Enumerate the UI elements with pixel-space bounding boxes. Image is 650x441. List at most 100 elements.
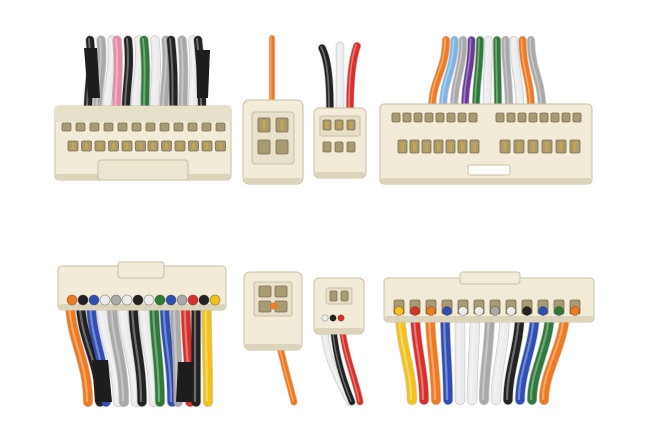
wire-bottom-large-left — [159, 294, 178, 408]
wire-top-large-left — [121, 35, 134, 115]
connector-bottom-small-2 — [313, 277, 365, 335]
terminal-cavity — [159, 122, 170, 132]
terminal-cavity — [446, 112, 456, 123]
wire-highlight — [320, 46, 330, 112]
wire-end — [154, 294, 166, 306]
terminal-pin — [85, 143, 88, 149]
wire-end — [88, 294, 100, 306]
wire-bottom-large-right — [439, 304, 454, 406]
terminal-pin — [413, 142, 416, 151]
wire-end — [209, 294, 221, 306]
wire-highlight — [441, 38, 455, 108]
terminal-cavity — [539, 112, 549, 123]
wire-body — [439, 36, 458, 112]
connector-bottom-large-left — [57, 261, 227, 311]
wire-top-small-2 — [335, 41, 345, 117]
terminal-pin — [349, 122, 353, 128]
terminal-cavity — [322, 141, 332, 153]
connector-top-small-2 — [313, 107, 367, 179]
wire-top-large-left — [149, 35, 161, 115]
wire-end — [337, 314, 345, 322]
wire-body — [160, 295, 177, 407]
wire-body — [118, 295, 141, 407]
wire-highlight — [503, 38, 509, 108]
wire-top-large-right — [427, 35, 451, 113]
wire-end — [410, 306, 420, 316]
wire-bottom-large-left — [201, 294, 214, 408]
wire-bottom-large-left — [148, 294, 166, 408]
terminal-pin — [262, 120, 266, 130]
terminal-cavity — [131, 122, 142, 132]
terminal-cavity — [561, 112, 571, 123]
wire-end — [522, 306, 532, 316]
terminal-cavity — [468, 112, 478, 123]
terminal-pin — [112, 143, 115, 149]
housing-bottom-shade — [315, 328, 363, 333]
terminal-cavity — [517, 112, 527, 123]
terminal-pin — [461, 142, 464, 151]
wire-top-large-right — [460, 35, 476, 113]
wire-top-large-right — [518, 35, 536, 113]
wire-top-large-right — [449, 35, 468, 113]
terminal-cavity — [457, 112, 467, 123]
terminal-cavity — [173, 122, 184, 132]
terminal-cavity — [187, 122, 198, 132]
wire-highlight — [495, 38, 498, 108]
terminal-pin — [219, 143, 222, 149]
wire-body — [519, 36, 535, 112]
wire-body — [93, 36, 106, 114]
wire-bottom-large-left — [64, 294, 94, 408]
terminal-pin — [205, 143, 209, 149]
wire-body — [131, 36, 144, 114]
wire-highlight — [95, 38, 102, 110]
terminal-pin — [71, 143, 75, 149]
wire-top-large-right — [482, 35, 493, 113]
terminal-pin — [425, 142, 428, 151]
terminal-cavity — [391, 112, 401, 123]
wire-top-large-left — [166, 35, 179, 115]
wire-body — [122, 36, 133, 114]
wire-bottom-large-left — [106, 294, 130, 408]
wire-top-large-left — [92, 35, 107, 115]
wire-bottom-large-right — [454, 304, 466, 406]
wire-highlight — [169, 38, 174, 110]
terminal-cavity — [495, 112, 505, 123]
terminal-pin — [559, 142, 563, 151]
wire-body — [112, 36, 123, 114]
terminal-cavity — [61, 122, 72, 132]
wire-end — [198, 294, 210, 306]
wire-bottom-large-left — [190, 294, 202, 408]
wire-end — [99, 294, 111, 306]
wire-top-large-right — [509, 35, 525, 113]
wire-bottom-large-left — [138, 294, 160, 408]
wire-bottom-large-left — [117, 294, 142, 408]
wire-body — [178, 36, 188, 114]
wire-highlight — [204, 297, 209, 403]
terminal-pin — [325, 122, 329, 128]
terminal-cavity — [89, 122, 100, 132]
terminal-pin — [545, 142, 549, 151]
terminal-cavity — [329, 290, 338, 302]
wire-body — [160, 36, 171, 114]
wire-end — [110, 294, 122, 306]
terminal-cavity — [334, 141, 344, 153]
terminal-cavity — [75, 122, 86, 132]
wire-end — [490, 306, 500, 316]
housing-body — [379, 103, 593, 185]
wire-highlight — [520, 38, 531, 108]
housing-body — [313, 277, 365, 335]
wire-end — [394, 306, 404, 316]
housing-bottom-shade — [315, 172, 365, 177]
wire-highlight — [99, 297, 119, 403]
wire-highlight — [133, 38, 140, 110]
wire-top-large-right — [438, 35, 459, 113]
wire-end — [132, 294, 144, 306]
connector-bottom-large-right — [383, 271, 595, 323]
wire-body — [65, 295, 93, 407]
wire-end — [143, 294, 155, 306]
terminal-pin — [125, 143, 129, 149]
terminal-pin — [165, 143, 168, 149]
wire-end — [321, 314, 329, 322]
terminal-pin — [151, 143, 155, 149]
